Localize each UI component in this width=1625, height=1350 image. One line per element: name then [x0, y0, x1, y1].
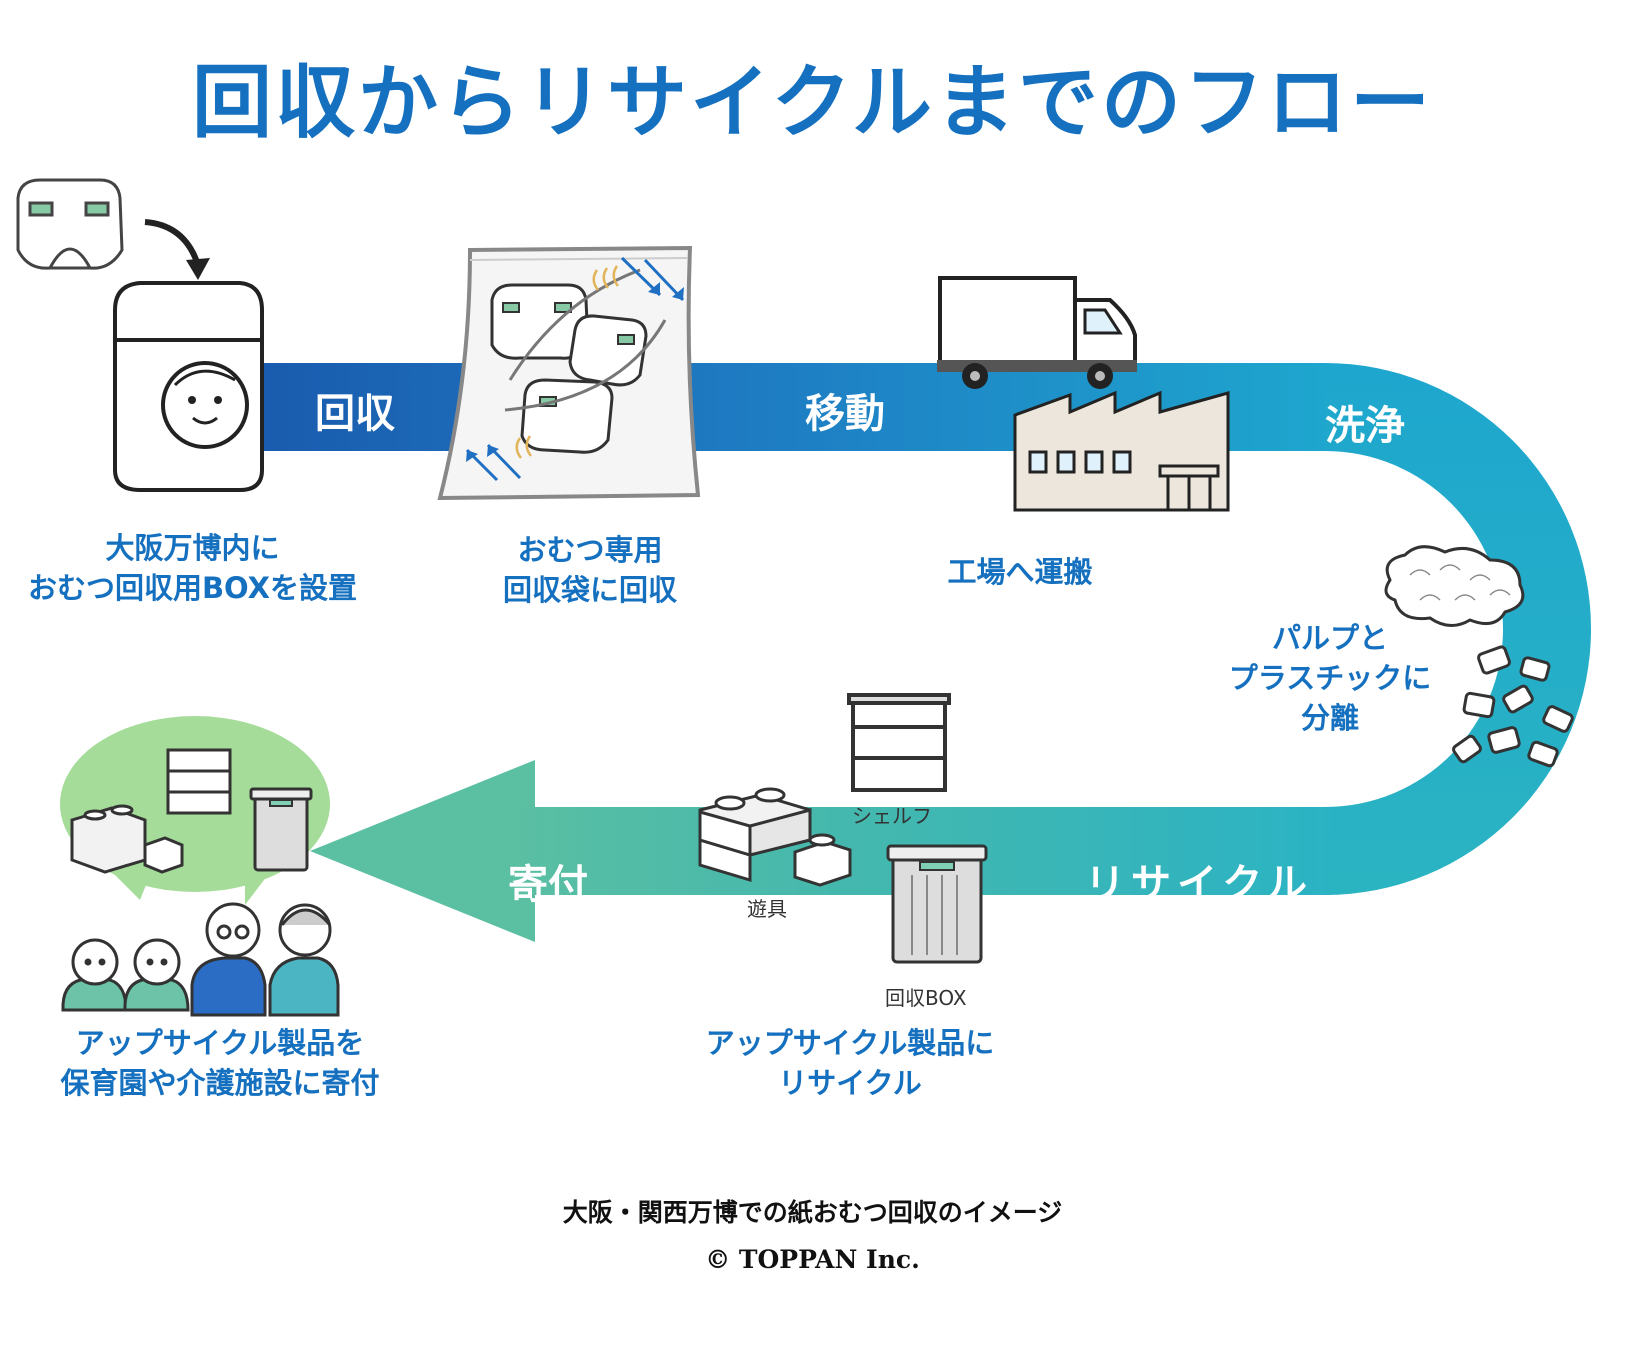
label-toy: 遊具 [747, 897, 787, 921]
caption-box-install: 大阪万博内に おむつ回収用BOXを設置 [5, 528, 380, 608]
toy-blocks-icon [698, 787, 852, 887]
band-label-move: 移動 [805, 391, 885, 437]
arrowhead-icon [186, 258, 210, 280]
caption-line: アップサイクル製品を [75, 1026, 365, 1060]
collection-bag-icon [437, 245, 701, 501]
caption-line: おむつ専用 [517, 533, 663, 567]
bubble-toy-icon [70, 804, 184, 874]
caption-bag: おむつ専用 回収袋に回収 [470, 530, 710, 610]
band-label-collect: 回収 [315, 391, 395, 437]
band-label-donate: 寄付 [508, 862, 588, 908]
baby-icon [123, 938, 190, 1012]
page-title: 回収からリサイクルまでのフロー [192, 56, 1433, 149]
caption-line: 回収袋に回収 [502, 573, 677, 607]
caption-line: プラスチックに [1228, 661, 1432, 695]
caption-line: 工場へ運搬 [947, 555, 1093, 589]
curved-arrow-icon [144, 219, 201, 266]
caption-donation: アップサイクル製品を 保育園や介護施設に寄付 [30, 1023, 410, 1103]
plastic-pieces-icon [1452, 645, 1574, 768]
caption-line: リサイクル [778, 1066, 922, 1100]
label-shelf: シェルフ [852, 804, 932, 828]
trash-bin-icon [886, 844, 988, 964]
factory-icon [1013, 390, 1230, 512]
caption-upcycle: アップサイクル製品に リサイクル [680, 1023, 1020, 1103]
caption-line: 分離 [1300, 701, 1359, 735]
caption-separate: パルプと プラスチックに 分離 [1200, 618, 1460, 738]
shelf-icon [847, 693, 951, 792]
diaper-icon [16, 178, 124, 270]
footer-copyright: © TOPPAN Inc. [705, 1245, 920, 1274]
band-label-recycle: リサイクル [1085, 861, 1313, 907]
caption-line: 大阪万博内に [105, 531, 280, 565]
bubble-shelf-icon [166, 748, 232, 815]
baby-icon [61, 938, 128, 1012]
footer-caption: 大阪・関西万博での紙おむつ回収のイメージ [562, 1198, 1063, 1227]
band-label-wash: 洗浄 [1325, 403, 1405, 449]
flow-band-curve [1325, 363, 1591, 895]
collection-box-icon [113, 281, 264, 492]
caption-line: アップサイクル製品に [705, 1026, 995, 1060]
babies-and-elders-icon [61, 902, 340, 1017]
label-collection-box: 回収BOX [885, 986, 967, 1010]
bubble-bin-icon [249, 787, 313, 872]
elderly-woman-icon [268, 903, 340, 1017]
caption-line: 保育園や介護施設に寄付 [60, 1066, 380, 1100]
pulp-icon [1384, 545, 1525, 627]
elderly-man-icon [190, 902, 267, 1017]
caption-factory: 工場へ運搬 [900, 552, 1140, 592]
truck-icon [937, 276, 1137, 389]
donation-arrow [310, 760, 535, 942]
caption-line: おむつ回収用BOXを設置 [27, 571, 358, 605]
caption-line: パルプと [1271, 621, 1388, 655]
